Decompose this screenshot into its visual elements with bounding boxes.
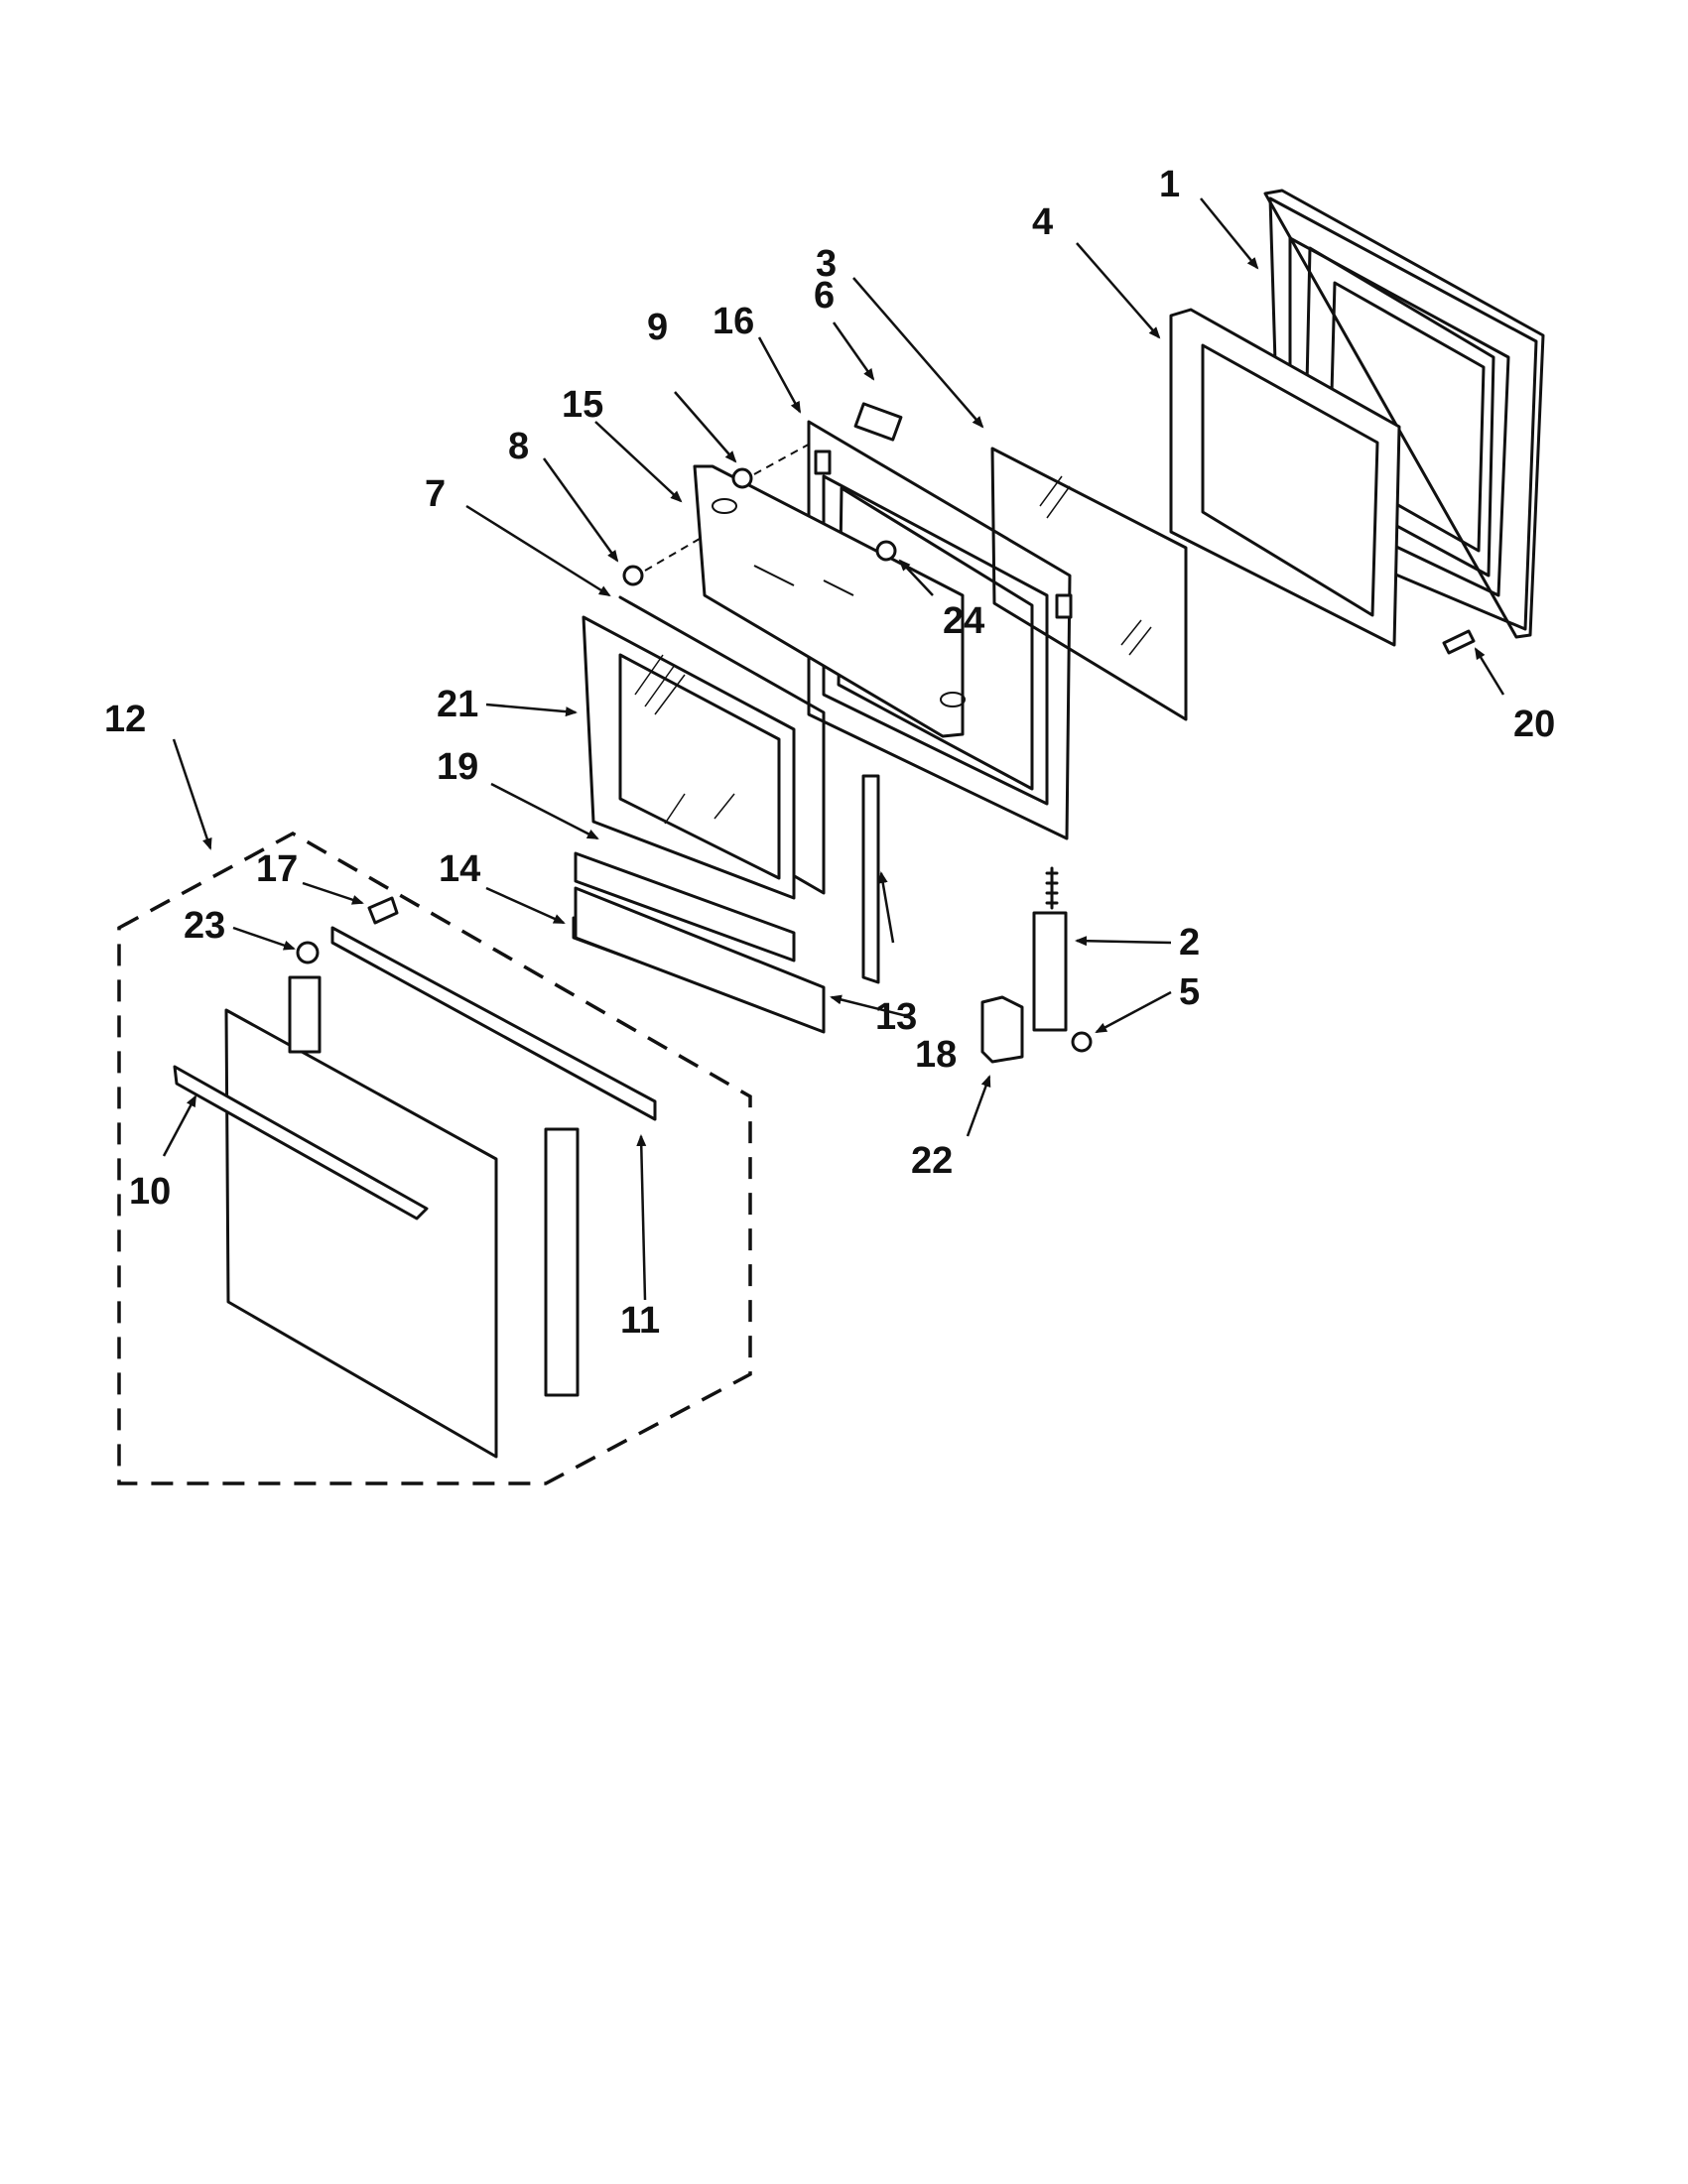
part-2-hinge xyxy=(1032,866,1068,1032)
part-12-outer-door-assembly xyxy=(117,831,752,1485)
callout-9: 9 xyxy=(647,307,668,348)
part-9-screw xyxy=(731,441,815,489)
callout-24: 24 xyxy=(943,600,984,642)
callout-13: 13 xyxy=(875,996,917,1038)
callout-18: 18 xyxy=(915,1034,957,1076)
part-13-rail xyxy=(861,774,880,984)
callout-7: 7 xyxy=(425,473,446,515)
callout-23: 23 xyxy=(184,905,225,947)
callout-labels: 1 2 3 4 5 6 7 8 9 10 11 12 13 14 15 16 1… xyxy=(104,164,1555,1342)
part-23-washer xyxy=(296,941,320,964)
callout-14: 14 xyxy=(439,848,480,890)
part-21-inner-glass xyxy=(582,595,826,900)
part-3-glass xyxy=(990,447,1188,721)
callout-16: 16 xyxy=(713,301,754,342)
part-4-door-frame xyxy=(1169,308,1401,647)
callout-22: 22 xyxy=(911,1140,953,1182)
callout-4: 4 xyxy=(1032,201,1053,243)
callout-12: 12 xyxy=(104,699,146,740)
part-15-bracket xyxy=(693,464,966,738)
part-11-trim-rail xyxy=(330,926,657,1121)
part-20-screw xyxy=(1442,629,1476,655)
callout-6: 6 xyxy=(814,275,835,317)
part-18-trim xyxy=(574,886,826,1034)
callout-20: 20 xyxy=(1513,704,1555,745)
callout-10: 10 xyxy=(129,1171,171,1213)
callout-11: 11 xyxy=(620,1300,660,1342)
part-24-screw xyxy=(875,540,897,562)
callout-2: 2 xyxy=(1179,922,1200,964)
callout-3: 3 xyxy=(816,243,837,285)
part-17-screw xyxy=(367,896,399,925)
part-22-bracket xyxy=(980,995,1024,1064)
part-8-screw xyxy=(622,535,706,586)
callout-8: 8 xyxy=(508,426,529,467)
part-6-spacer xyxy=(853,402,903,442)
callout-15: 15 xyxy=(562,384,603,426)
callout-leaders xyxy=(162,197,1505,1301)
callout-17: 17 xyxy=(256,848,298,890)
part-19-trim xyxy=(574,851,796,963)
callout-5: 5 xyxy=(1179,971,1200,1013)
callout-1: 1 xyxy=(1159,164,1180,205)
part-5-screw xyxy=(1071,1031,1093,1053)
callout-19: 19 xyxy=(437,746,478,788)
callout-21: 21 xyxy=(437,684,478,725)
part-10-door-panel xyxy=(173,975,580,1459)
